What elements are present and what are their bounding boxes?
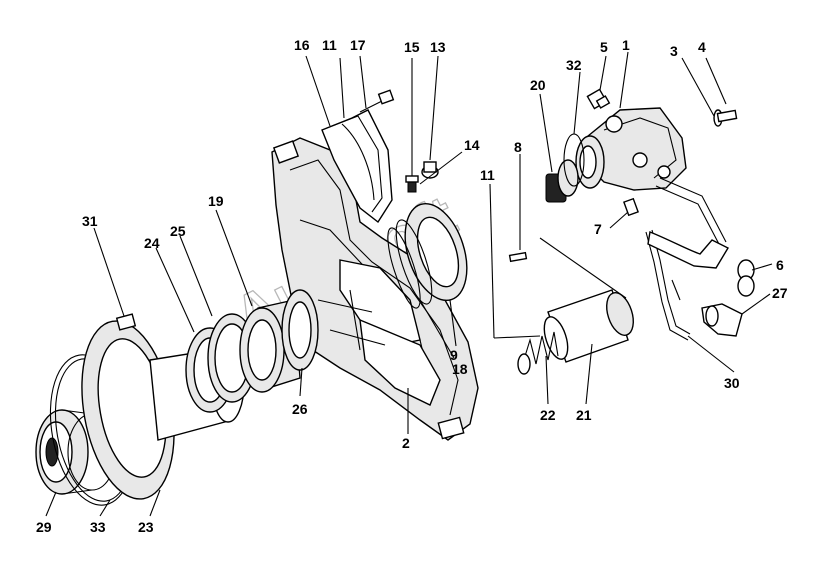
callout-3: 3	[670, 43, 678, 59]
elbow-6-part	[647, 231, 755, 297]
callout-22: 22	[540, 407, 556, 423]
spline-shaft-20-part	[545, 159, 579, 203]
callout-4: 4	[698, 39, 706, 55]
flange-plate-part	[387, 202, 468, 309]
pipe-30-part	[645, 177, 727, 341]
top-cover-part	[321, 89, 395, 224]
callout-31: 31	[82, 213, 98, 229]
callout-7: 7	[594, 221, 602, 237]
bolt-15-part	[405, 175, 419, 193]
stud-8-part	[508, 251, 528, 263]
callout-11-top: 11	[322, 37, 337, 53]
callout-21: 21	[576, 407, 592, 423]
callout-labels: 1 2 3 4 5 6 7 8 9 11 11 13 14 15 16 17 1…	[36, 37, 788, 535]
callout-27: 27	[772, 285, 788, 301]
callout-33: 33	[90, 519, 106, 535]
bolt-4-part	[716, 109, 738, 123]
main-housing-part	[271, 137, 479, 441]
pump-body-1-part	[575, 107, 687, 191]
bolt-31-part	[115, 313, 137, 331]
fitting-5-part	[586, 88, 611, 110]
callout-15: 15	[404, 39, 420, 55]
callout-16: 16	[294, 37, 310, 53]
callout-18: 18	[452, 361, 468, 377]
hub-flange-23-part	[81, 320, 245, 500]
callout-29: 29	[36, 519, 52, 535]
spring-22-part	[517, 331, 559, 375]
callout-14: 14	[464, 137, 480, 153]
callout-32: 32	[566, 57, 582, 73]
plug-13-part	[421, 161, 439, 179]
callout-30: 30	[724, 375, 740, 391]
callout-5: 5	[600, 39, 608, 55]
elbow-27-part	[701, 303, 743, 337]
cylinder-21-part	[543, 289, 634, 363]
callout-19: 19	[208, 193, 224, 209]
callout-1: 1	[622, 37, 630, 53]
callout-20: 20	[530, 77, 546, 93]
callout-17: 17	[350, 37, 366, 53]
callout-2: 2	[402, 435, 410, 451]
callout-26: 26	[292, 401, 308, 417]
callout-13: 13	[430, 39, 446, 55]
callout-24: 24	[144, 235, 160, 251]
callout-8: 8	[514, 139, 522, 155]
fitting-7-part	[623, 197, 639, 217]
callout-11-right: 11	[480, 167, 495, 183]
ring-26-part	[281, 289, 319, 371]
callout-23: 23	[138, 519, 154, 535]
callout-25: 25	[170, 223, 186, 239]
callout-6: 6	[776, 257, 784, 273]
callout-9: 9	[450, 347, 458, 363]
